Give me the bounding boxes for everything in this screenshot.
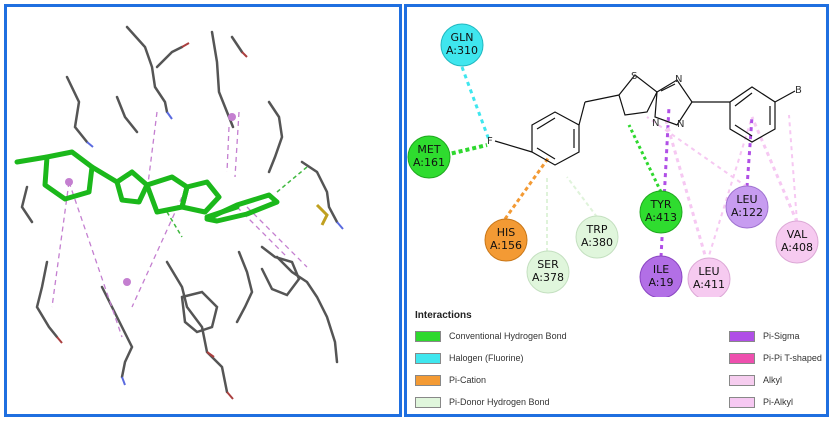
residue-met161: MET A:161	[407, 135, 451, 179]
legend-swatch	[415, 352, 441, 364]
pi-donor-line-trp	[566, 176, 598, 218]
legend-item-halogen: Halogen (Fluorine)	[415, 351, 524, 365]
svg-text:ILE: ILE	[653, 263, 669, 276]
legend-swatch	[729, 352, 755, 364]
interaction-2d-diagram: F S N N N B GLN A:310 MET A:161 HIS A:15…	[404, 4, 829, 417]
hbond-line-met161	[444, 143, 488, 157]
pi-interaction-lines	[51, 111, 308, 338]
nitrogen-atom: N	[675, 74, 682, 85]
oxygen-bonds	[56, 42, 248, 400]
fluorophenyl-ring	[531, 111, 580, 166]
residue-trp380: TRP A:380	[575, 215, 619, 259]
legend-item-pi-pi-t-shaped: Pi-Pi T-shaped	[729, 351, 822, 365]
triazole-ring	[654, 79, 693, 126]
nitrogen-atom: N	[652, 118, 659, 129]
legend-label: Conventional Hydrogen Bond	[449, 331, 567, 341]
legend-label: Pi-Pi T-shaped	[763, 353, 822, 363]
nitrogen-atom: N	[677, 119, 684, 130]
legend-label: Alkyl	[763, 375, 783, 385]
svg-text:A:161: A:161	[413, 156, 445, 169]
legend-swatch	[729, 374, 755, 386]
ligand	[14, 149, 280, 224]
pi-centroid	[228, 113, 236, 121]
legend-item-pi-sigma: Pi-Sigma	[729, 329, 800, 343]
svg-text:GLN: GLN	[451, 31, 474, 44]
svg-text:A:378: A:378	[532, 271, 564, 284]
bromine-atom: B	[795, 85, 802, 96]
legend-label: Halogen (Fluorine)	[449, 353, 524, 363]
halogen-line	[460, 66, 491, 141]
svg-text:A:408: A:408	[781, 241, 813, 254]
svg-text:A:122: A:122	[731, 206, 763, 219]
alkyl-line-leu411	[706, 116, 753, 263]
svg-text:TYR: TYR	[649, 198, 671, 211]
nitrogen-bonds	[86, 111, 344, 386]
legend-swatch	[415, 374, 441, 386]
residue-tyr413: TYR A:413	[639, 190, 683, 234]
legend-item-pi-cation: Pi-Cation	[415, 373, 486, 387]
residue-ile19: ILE A:19	[639, 255, 683, 297]
legend-label: Pi-Donor Hydrogen Bond	[449, 397, 550, 407]
svg-text:A:411: A:411	[693, 278, 725, 291]
legend-item-alkyl: Alkyl	[729, 373, 782, 387]
legend-title: Interactions	[415, 310, 472, 321]
residue-his156: HIS A:156	[484, 218, 528, 262]
legend-label: Pi-Cation	[449, 375, 487, 385]
residue-leu411: LEU A:411	[687, 257, 731, 297]
residue-gln310: GLN A:310	[440, 23, 484, 67]
legend-label: Pi-Sigma	[763, 331, 800, 341]
svg-text:SER: SER	[537, 258, 559, 271]
pi-alkyl-line-leu411	[663, 116, 709, 263]
pi-sigma-line-leu122	[745, 116, 754, 188]
hbond-lines	[166, 166, 308, 238]
hbond-line-tyr413	[627, 124, 663, 193]
residue-val408: VAL A:408	[775, 220, 819, 264]
legend-swatch	[415, 396, 441, 408]
residue-leu122: LEU A:122	[725, 185, 769, 229]
pi-alkyl-line-val408	[750, 116, 799, 223]
svg-text:A:413: A:413	[645, 211, 677, 224]
legend-item-pi-donor-hbond: Pi-Donor Hydrogen Bond	[415, 395, 550, 409]
svg-text:A:380: A:380	[581, 236, 613, 249]
docking-3d-view	[4, 4, 402, 417]
legend-swatch	[729, 330, 755, 342]
svg-text:HIS: HIS	[497, 226, 516, 239]
legend-item-pi-alkyl: Pi-Alkyl	[729, 395, 793, 409]
pi-alkyl-line-leu122	[646, 116, 748, 188]
legend-swatch	[729, 396, 755, 408]
svg-text:A:310: A:310	[446, 44, 478, 57]
alkyl-line-val408	[788, 114, 798, 223]
pi-centroid	[123, 278, 131, 286]
pi-centroid	[65, 178, 73, 186]
interaction-diagram-svg: F S N N N B GLN A:310 MET A:161 HIS A:15…	[407, 23, 819, 297]
residue-ser378: SER A:378	[526, 250, 570, 294]
svg-text:A:156: A:156	[490, 239, 522, 252]
sulfur-bond	[315, 203, 329, 226]
legend-swatch	[415, 330, 441, 342]
svg-text:MET: MET	[417, 143, 440, 156]
interaction-lines	[444, 66, 799, 263]
sulfur-atom: S	[631, 71, 637, 82]
pi-cation-line	[503, 156, 551, 220]
svg-text:VAL: VAL	[787, 228, 808, 241]
thiazole-ring	[618, 74, 658, 116]
svg-text:TRP: TRP	[586, 223, 608, 236]
svg-text:LEU: LEU	[698, 265, 719, 278]
legend-item-conventional-hbond: Conventional Hydrogen Bond	[415, 329, 567, 343]
protein-residues	[20, 25, 339, 394]
docking-3d-image	[14, 25, 344, 400]
bromophenyl-ring	[729, 86, 776, 143]
ligand-structure	[494, 74, 796, 166]
fluorine-atom: F	[487, 136, 493, 147]
svg-text:LEU: LEU	[736, 193, 757, 206]
svg-text:A:19: A:19	[648, 276, 673, 289]
legend-label: Pi-Alkyl	[763, 397, 794, 407]
